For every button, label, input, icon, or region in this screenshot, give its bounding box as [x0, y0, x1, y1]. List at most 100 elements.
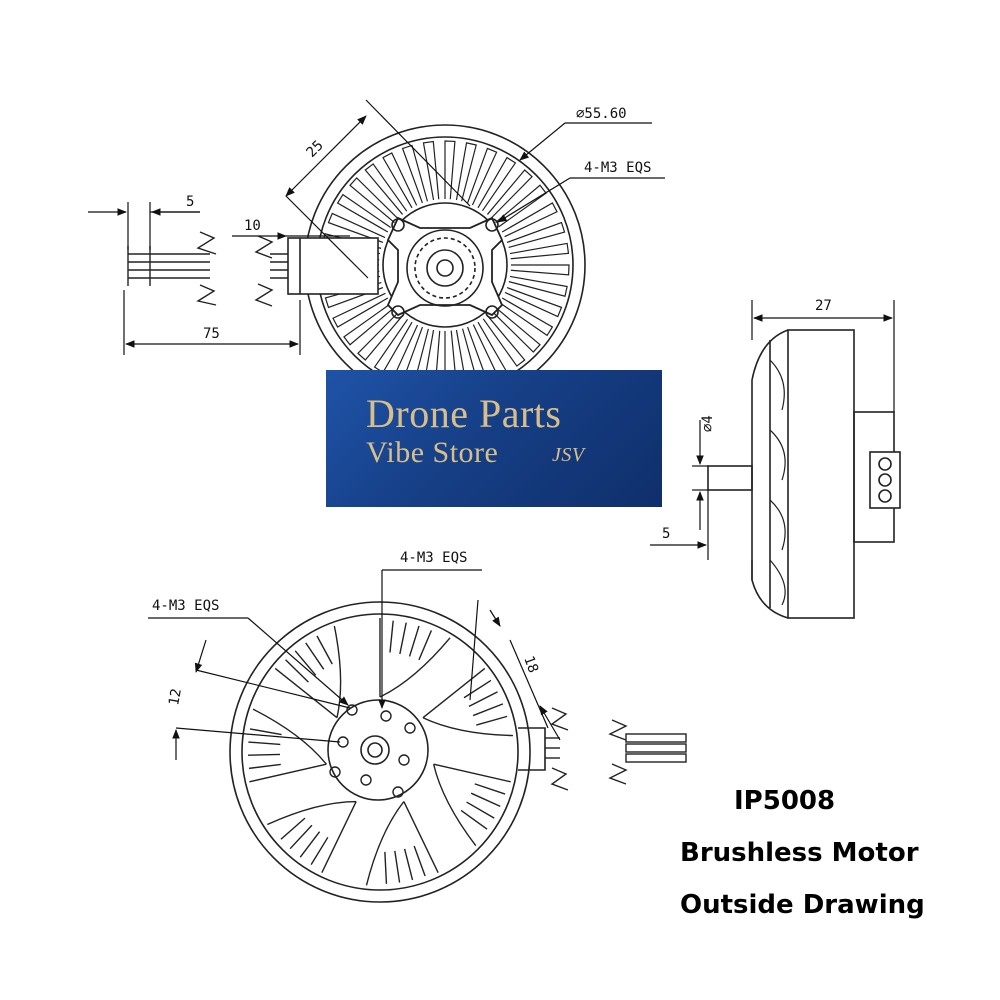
top-fin [444, 140, 456, 200]
top-fin [477, 156, 517, 212]
bottom-lead-exit [518, 727, 546, 771]
top-fin [486, 169, 533, 219]
bottom-fin [248, 753, 281, 756]
top-fin [327, 212, 386, 243]
side-motor-bell [751, 329, 789, 619]
bottom-fin [280, 817, 306, 840]
top-fin [332, 292, 389, 328]
top-fin [501, 202, 558, 238]
top-view [127, 124, 586, 406]
top-fin [498, 297, 554, 337]
top-fin [467, 147, 498, 206]
top-fin [373, 318, 413, 374]
dim-holes-left: 4-M3 EQS [152, 598, 219, 614]
dim-diameter: ⌀55.60 [576, 106, 627, 122]
bottom-fin [316, 635, 333, 665]
side-wire-end [878, 457, 892, 471]
top-mount-hole [485, 218, 499, 232]
side-fin-curves [769, 359, 786, 606]
caption-model: IP5008 [734, 786, 836, 816]
top-lead-wires [127, 231, 288, 307]
bottom-fin [249, 728, 282, 736]
top-fin [482, 315, 526, 367]
top-shaft-core [436, 259, 454, 277]
top-fin [491, 306, 541, 353]
bottom-fin [466, 801, 495, 819]
top-fin [508, 275, 568, 297]
top-fin [336, 193, 392, 233]
bottom-fin [476, 715, 508, 726]
bottom-lead-wires [545, 707, 687, 791]
top-shaft [426, 249, 464, 287]
logo-line-1: Drone Parts [366, 391, 562, 436]
logo-mark: JSV [552, 444, 585, 466]
bottom-hub [327, 699, 429, 801]
dim-lead-width: 5 [186, 194, 194, 210]
top-fin [343, 302, 395, 346]
bottom-fin [285, 659, 309, 683]
dim-height: 27 [815, 298, 832, 314]
top-mount-hole [485, 305, 499, 319]
dim-shaft-length: 5 [662, 526, 670, 542]
top-fin [495, 184, 547, 228]
bottom-fin [470, 792, 501, 807]
bottom-fin [394, 850, 401, 883]
bottom-fin [289, 824, 313, 850]
bottom-fin [305, 642, 325, 670]
bottom-fin [413, 845, 426, 877]
bottom-fin [299, 831, 321, 858]
side-view [707, 329, 901, 619]
bottom-blade [432, 763, 511, 847]
bottom-fin [463, 679, 492, 699]
bottom-motor-inner-ring [241, 613, 519, 891]
side-shaft [707, 465, 753, 491]
bottom-fin [472, 703, 504, 717]
side-wire-end [878, 489, 892, 503]
dim-spacing-b: 18 [520, 654, 541, 675]
bottom-fin [468, 691, 498, 708]
bottom-fin [384, 851, 388, 884]
bottom-fin [248, 763, 281, 770]
top-fin [455, 142, 477, 202]
store-logo: Drone Parts Vibe Store JSV [326, 370, 662, 507]
side-lead-connector [869, 451, 901, 509]
top-hub-ring [382, 202, 508, 328]
top-view-dim-labels: 5 10 75 25 ⌀55.60 4-M3 EQS [186, 106, 651, 342]
bottom-fin [389, 620, 394, 653]
bottom-fin [248, 741, 281, 746]
dim-holes-top: 4-M3 EQS [584, 160, 651, 176]
bottom-view [229, 601, 687, 903]
bottom-fin [294, 650, 317, 676]
dim-plug-width: 10 [244, 218, 261, 234]
bottom-view-dimensions [148, 569, 561, 760]
top-fin [510, 264, 570, 276]
dim-spacing-a: 12 [166, 687, 185, 706]
dim-holes-top-bottom: 4-M3 EQS [400, 550, 467, 566]
side-motor-body [787, 329, 855, 619]
top-mount-hole [391, 218, 405, 232]
top-bearing-ring-dash [414, 237, 476, 299]
bottom-fin [399, 622, 407, 655]
logo-line-2: Vibe Store [366, 436, 499, 469]
bottom-mount-holes [329, 704, 416, 798]
top-fin [422, 140, 440, 201]
top-mount-hole [391, 305, 405, 319]
bottom-fin [418, 630, 433, 661]
caption-title: Outside Drawing [680, 890, 925, 920]
top-lead-plug [287, 237, 379, 295]
bottom-fin [460, 809, 488, 830]
top-fin [382, 152, 418, 209]
side-view-dimensions [650, 300, 895, 580]
top-cross-mount [386, 216, 504, 317]
bottom-blade [249, 708, 327, 783]
side-wire-end [878, 473, 892, 487]
bottom-motor-outer-ring [229, 601, 531, 903]
bottom-cooling-blades [248, 618, 513, 886]
bottom-shaft-outer [360, 735, 390, 765]
top-fin [504, 287, 563, 318]
bottom-fin [403, 848, 414, 881]
bottom-shaft-inner [367, 742, 383, 758]
bottom-fin [310, 836, 329, 865]
bottom-fin [408, 625, 420, 657]
